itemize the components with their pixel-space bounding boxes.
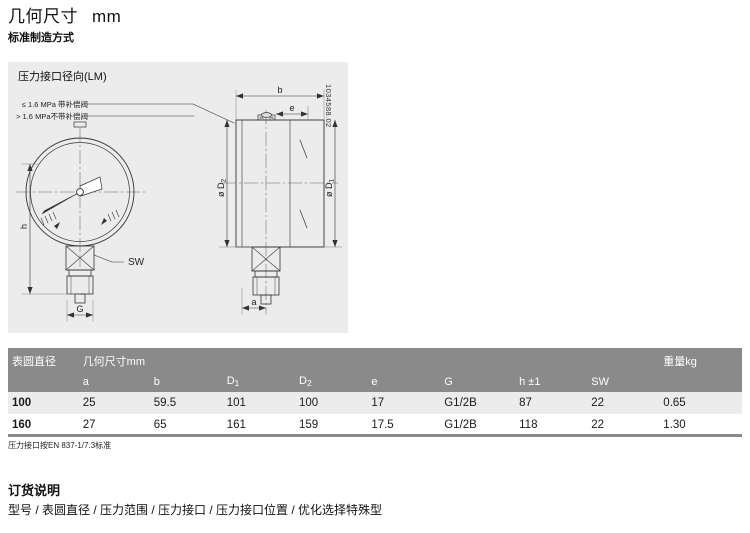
cell-h: 87 [515, 392, 588, 414]
dimension-label-g: G [76, 304, 83, 314]
cell-a: 25 [78, 392, 150, 414]
drawing-panel-title: 压力接口径向(LM) [18, 71, 107, 83]
header-spacer [8, 371, 79, 392]
table-row: 100 25 59.5 101 100 17 G1/2B 87 22 0.65 [8, 392, 742, 414]
cell-diameter: 160 [12, 419, 32, 431]
table-row: 160 27 65 161 159 17.5 G1/2B 118 22 1.30 [8, 414, 742, 436]
cell-d2: 100 [295, 392, 368, 414]
page-subtitle: 标准制造方式 [8, 32, 74, 44]
cell-weight: 0.65 [659, 392, 742, 414]
dimension-label-a: a [251, 297, 256, 307]
cell-d1: 101 [222, 392, 295, 414]
table-note: 压力接口按EN 837-1/7.3标准 [8, 441, 112, 450]
cell-h: 118 [519, 419, 538, 431]
dimension-label-sw: SW [128, 257, 145, 268]
cell-a: 27 [82, 419, 96, 431]
cell-e: 17 [367, 392, 441, 414]
table-bottom-rule [8, 434, 742, 437]
header-dimensions-group: 几何尺寸mm [78, 348, 660, 371]
table-header-cols-row: a b D1 D2 e G h ±1 SW [8, 371, 742, 392]
ordering-title: 订货说明 [8, 483, 61, 498]
cell-sw: 22 [587, 392, 660, 414]
header-weight-spacer [659, 371, 742, 392]
callout-label-2: > 1.6 MPa不带补偿阀 [16, 111, 88, 121]
cell-e: 17.5 [371, 419, 394, 431]
cell-sw: 22 [591, 419, 605, 431]
header-col-a: a [78, 371, 150, 392]
dimension-label-d1: ø D1 [324, 179, 336, 198]
callout-label-1: ≤ 1.6 MPa 带补偿阀 [22, 99, 88, 109]
header-col-h: h ±1 [515, 371, 588, 392]
header-diameter: 表圆直径 [8, 348, 79, 371]
specification-table: 表圆直径 几何尺寸mm 重量kg a b D1 D2 e G h ±1 SW 1… [8, 348, 742, 436]
header-col-sw: SW [587, 371, 660, 392]
cell-diameter: 100 [8, 392, 79, 414]
cell-b: 59.5 [149, 392, 223, 414]
header-col-d1: D1 [222, 371, 295, 392]
dimension-label-h: h [19, 224, 29, 229]
drawing-code: 1034588.02 [324, 84, 333, 128]
dimension-label-b: b [277, 85, 282, 95]
table-header-top-row: 表圆直径 几何尺寸mm 重量kg [8, 348, 742, 371]
cell-b: 65 [153, 419, 167, 431]
cell-weight: 1.30 [663, 419, 686, 431]
dimension-label-d2: ø D2 [216, 179, 228, 198]
page-title: 几何尺寸 mm [8, 2, 121, 27]
ordering-line: 型号 / 表圆直径 / 压力范围 / 压力接口 / 压力接口位置 / 优化选择特… [8, 503, 383, 517]
cell-g: G1/2B [444, 419, 477, 431]
header-col-d2: D2 [295, 371, 368, 392]
header-col-b: b [149, 371, 223, 392]
header-col-g: G [440, 371, 516, 392]
cell-d1: 161 [226, 419, 246, 431]
header-weight: 重量kg [659, 348, 742, 371]
drawing-panel: 压力接口径向(LM) 1034588.02 [8, 62, 348, 333]
dimension-label-e: e [289, 103, 294, 113]
cell-d2: 159 [299, 419, 319, 431]
page-title-text: 几何尺寸 [8, 7, 78, 26]
page-title-unit: mm [92, 7, 122, 26]
cell-g: G1/2B [440, 392, 516, 414]
header-col-e: e [367, 371, 441, 392]
technical-drawing: ≤ 1.6 MPa 带补偿阀 > 1.6 MPa不带补偿阀 b e a SW G… [15, 85, 343, 322]
